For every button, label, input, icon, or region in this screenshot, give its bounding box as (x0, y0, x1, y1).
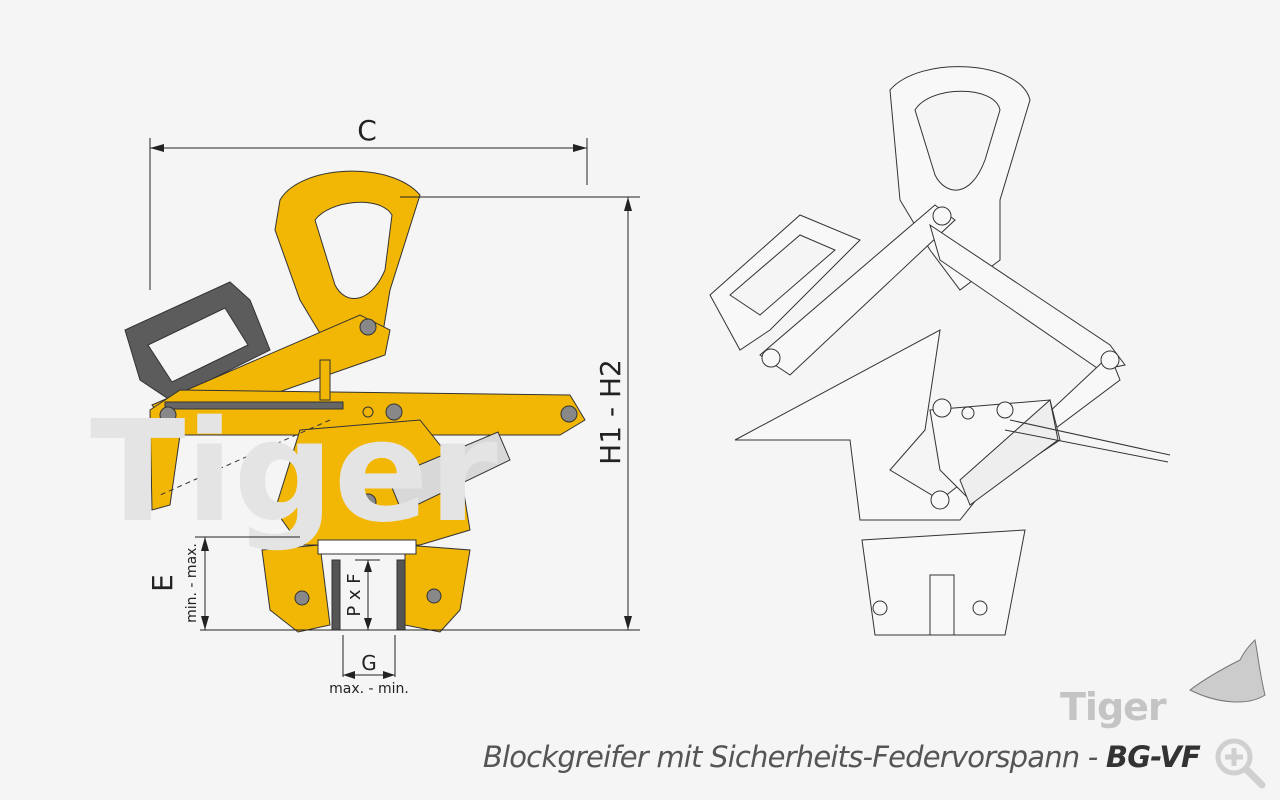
tiger-logo: Tiger (1060, 685, 1167, 729)
dim-g-label: G (361, 651, 377, 675)
zoom-in-icon[interactable] (1212, 735, 1268, 791)
dim-c-label: C (357, 114, 377, 147)
gripper-body (274, 419, 471, 546)
tiger-logo-icon (1189, 638, 1266, 703)
dim-h-label: H1 - H2 (594, 359, 627, 465)
caption-text: Blockgreifer mit Sicherheits-Federvorspa… (482, 740, 1106, 774)
gripper-color-view (124, 170, 586, 633)
right-jaw (404, 544, 471, 633)
dim-g-range: max. - min. (329, 681, 409, 697)
right-grip-pad (396, 559, 406, 631)
watermark-text: Tiger (90, 391, 498, 554)
lower-arm (149, 389, 586, 511)
pins (159, 318, 578, 606)
caption-model: BG-VF (1105, 740, 1201, 774)
nameplate (387, 431, 511, 513)
gripper-outline-view (709, 66, 1171, 636)
dim-e-range: min. - max. (184, 543, 200, 623)
swing-line (159, 419, 331, 496)
spring-housing (319, 359, 331, 401)
left-jaw (261, 544, 331, 633)
caption: Blockgreifer mit Sicherheits-Federvorspa… (482, 740, 1201, 774)
dim-e-label: E (146, 574, 179, 592)
dimension-lines (149, 138, 640, 677)
dim-pxf-label: P x F (344, 573, 365, 616)
rod (164, 401, 344, 410)
handle (124, 281, 271, 401)
left-grip-pad (331, 559, 341, 631)
dimension-arrows (150, 144, 632, 679)
block-top (317, 539, 417, 555)
